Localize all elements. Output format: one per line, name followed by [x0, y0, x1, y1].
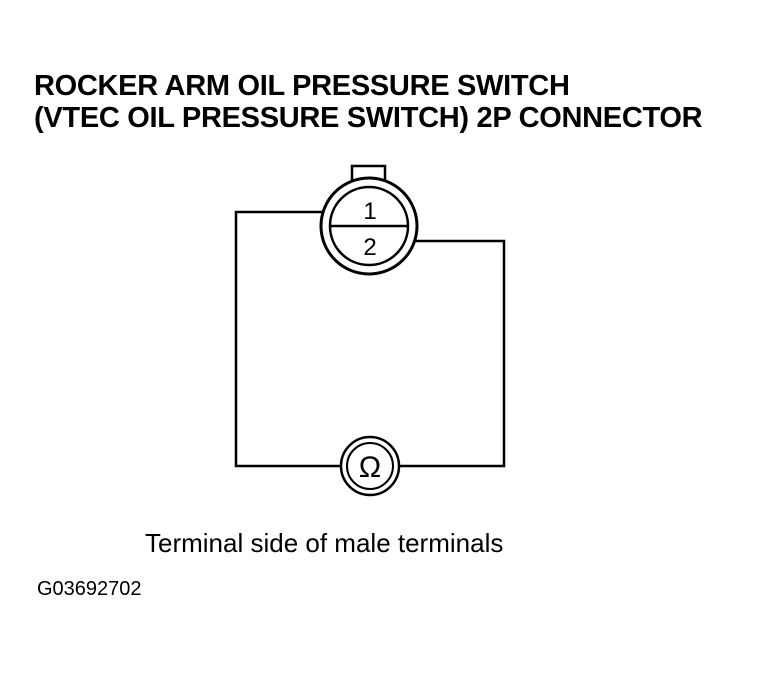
ohmmeter-icon: Ω [339, 435, 401, 497]
wire-terminal-2 [399, 239, 506, 468]
figure-code: G03692702 [37, 578, 142, 600]
ohmmeter-inner-ring [346, 442, 394, 490]
ohm-symbol: Ω [359, 451, 381, 484]
diagram-caption: Terminal side of male terminals [145, 528, 504, 558]
circuit-wires [234, 210, 506, 468]
terminal-1-label: 1 [363, 198, 376, 225]
connector-2p: 1 2 [319, 164, 419, 276]
terminal-2-label: 2 [363, 234, 376, 261]
wire-terminal-1 [234, 210, 341, 468]
diagram-title-line-1: ROCKER ARM OIL PRESSURE SWITCH [34, 70, 570, 102]
diagram-title-line-2: (VTEC OIL PRESSURE SWITCH) 2P CONNECTOR [34, 102, 703, 134]
